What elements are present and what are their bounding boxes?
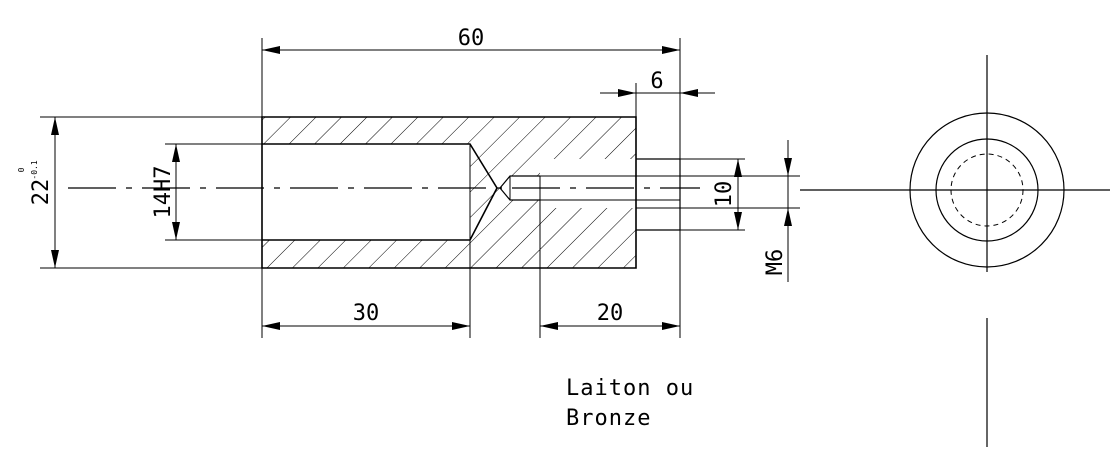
material-line-2: Bronze: [566, 406, 651, 431]
tolerance-lower: -0.1: [30, 160, 39, 179]
tolerance-upper: 0: [17, 167, 26, 172]
dim-text-M6: M6: [763, 249, 788, 276]
dim-text-30: 30: [353, 301, 380, 326]
material-line-1: Laiton ou: [566, 376, 694, 401]
dim-text-6: 6: [650, 69, 663, 94]
spigot-outline: [636, 158, 681, 231]
dim-text-60: 60: [458, 26, 485, 51]
body-outline: [261, 116, 637, 269]
dim-text-20: 20: [597, 301, 624, 326]
dim-text-22: 22: [29, 179, 54, 206]
material-note: Laiton ou Bronze: [566, 376, 694, 431]
dimension-labels: 60 6 30 20 22 0 -0.1 14H7 10 M6: [17, 26, 788, 326]
dim-text-10: 10: [712, 181, 737, 208]
bore-outline: [262, 143, 498, 241]
dimension-lines: [40, 38, 800, 338]
section-hatching: [262, 117, 636, 268]
end-view: [800, 55, 1110, 447]
dim-text-14H7: 14H7: [151, 166, 176, 219]
